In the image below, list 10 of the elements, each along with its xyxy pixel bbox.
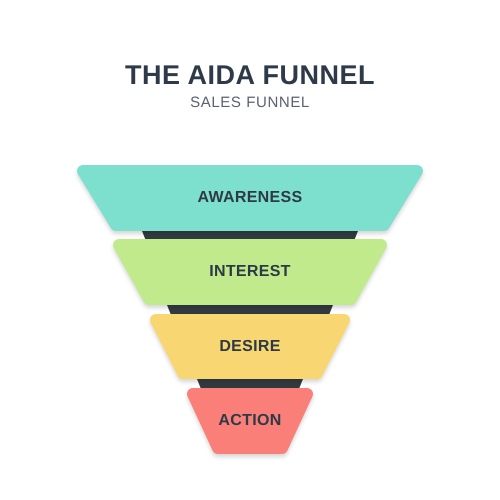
subtitle: SALES FUNNEL <box>190 94 310 112</box>
funnel-band <box>77 165 423 231</box>
funnel-band <box>187 388 313 454</box>
band-label: AWARENESS <box>198 188 302 208</box>
funnel-band <box>150 314 350 379</box>
title: THE AIDA FUNNEL <box>125 60 375 90</box>
band-label: DESIRE <box>219 336 281 356</box>
band-label: ACTION <box>218 411 282 431</box>
funnel-band <box>113 239 387 305</box>
band-label: INTEREST <box>209 262 291 282</box>
